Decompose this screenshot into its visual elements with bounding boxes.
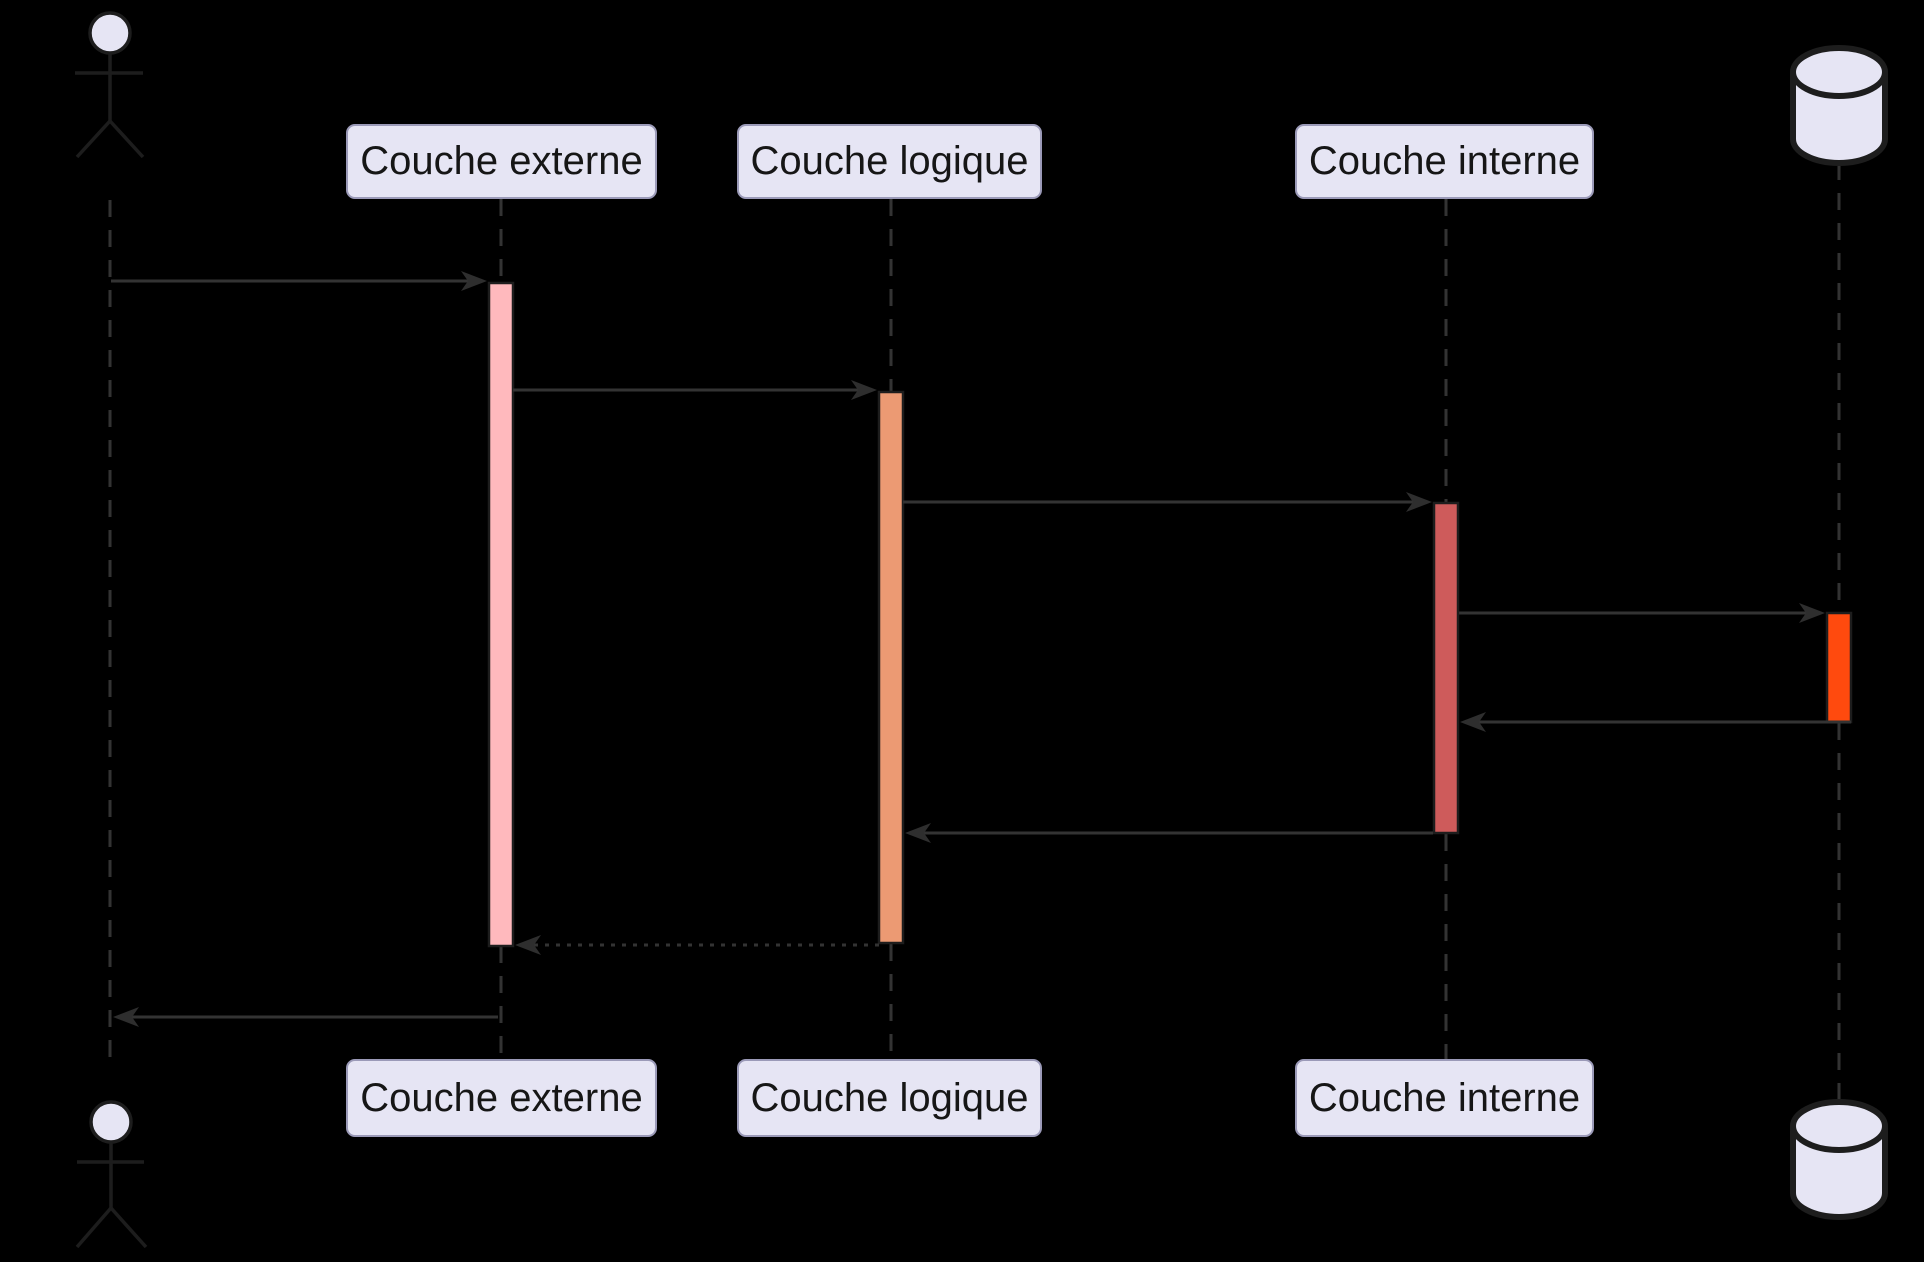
- message-user-to-externe: [111, 271, 487, 291]
- arrowhead-right-icon: [1406, 492, 1432, 512]
- database-icon-bottom: [1790, 1099, 1888, 1220]
- participant-label: Couche interne: [1308, 139, 1581, 183]
- message-externe-to-user: [113, 1007, 498, 1027]
- participant-label: Couche logique: [750, 1075, 1029, 1120]
- participant-label: Couche interne: [1308, 1075, 1581, 1120]
- participant-box-couche-externe-top: Couche externe: [346, 124, 657, 199]
- arrowhead-left-icon: [515, 935, 541, 955]
- actor-leg-left: [75, 1206, 113, 1249]
- arrowhead-left-icon: [905, 823, 931, 843]
- participant-box-couche-interne-bottom: Couche interne: [1295, 1059, 1594, 1137]
- actor-head: [89, 1100, 133, 1144]
- arrowhead-left-icon: [1460, 712, 1486, 732]
- database-icon-top: [1790, 45, 1888, 166]
- participant-label: Couche externe: [360, 1075, 643, 1120]
- messages: [111, 271, 1851, 1027]
- actor-leg-right: [109, 1206, 148, 1249]
- arrowhead-right-icon: [1799, 603, 1825, 623]
- activation-couche-externe: [487, 281, 515, 948]
- activation-couche-interne: [1432, 501, 1460, 835]
- actor-head: [88, 11, 132, 55]
- activation-database: [1825, 611, 1853, 724]
- lifelines: [108, 163, 1841, 1102]
- database-top: [1790, 45, 1888, 99]
- arrowhead-right-icon: [461, 271, 487, 291]
- actor-icon-top: [75, 11, 145, 159]
- message-database-to-interne: [1460, 712, 1851, 732]
- message-logique-to-externe: [515, 935, 879, 955]
- participant-box-couche-logique-top: Couche logique: [737, 124, 1042, 199]
- actor-leg-left: [75, 119, 112, 159]
- actor-icon-bottom: [75, 1100, 148, 1249]
- participant-label: Couche logique: [750, 139, 1029, 183]
- message-externe-to-logique: [513, 380, 877, 400]
- arrowhead-left-icon: [113, 1007, 139, 1027]
- participant-box-couche-externe-bottom: Couche externe: [346, 1059, 657, 1137]
- actor-leg-right: [108, 119, 145, 159]
- participant-box-couche-logique-bottom: Couche logique: [737, 1059, 1042, 1137]
- activations: [487, 281, 1853, 948]
- message-logique-to-interne: [903, 492, 1432, 512]
- message-interne-to-logique: [905, 823, 1433, 843]
- message-interne-to-database: [1459, 603, 1825, 623]
- participant-box-couche-interne-top: Couche interne: [1295, 124, 1594, 199]
- database-top: [1790, 1099, 1888, 1153]
- activation-couche-logique: [877, 390, 905, 945]
- arrowhead-right-icon: [851, 380, 877, 400]
- participant-label: Couche externe: [360, 139, 643, 183]
